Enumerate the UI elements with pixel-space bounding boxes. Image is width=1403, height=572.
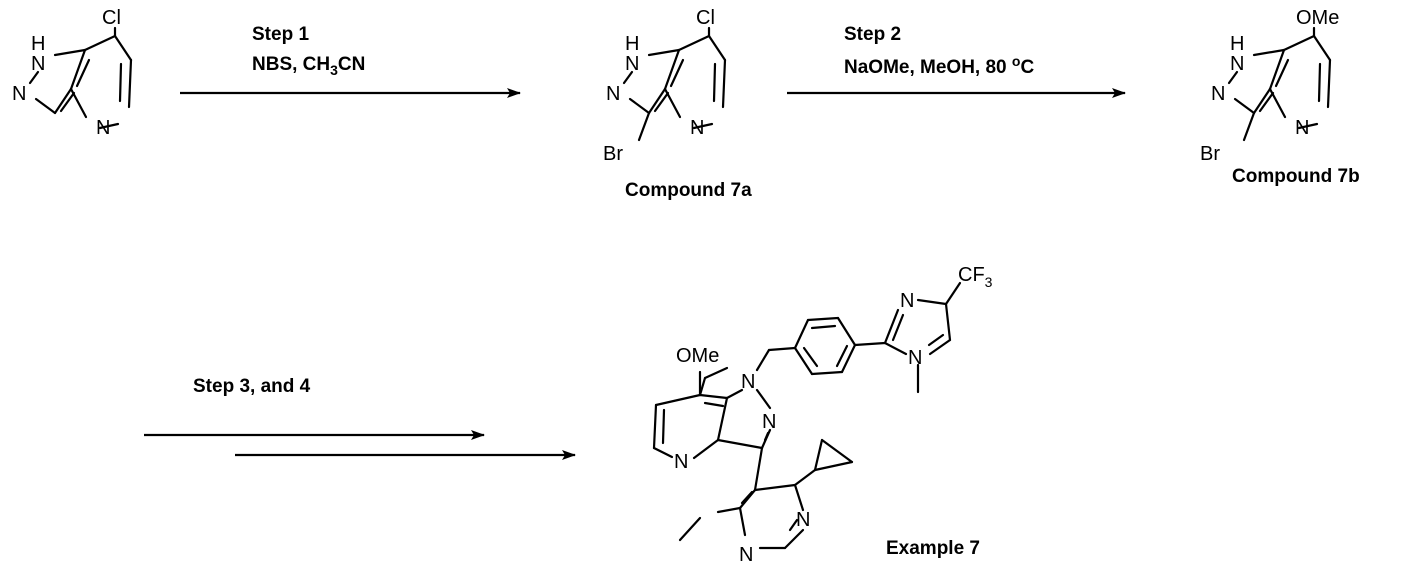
step2-label: Step 2	[844, 24, 901, 45]
atom-label-n: N	[96, 117, 110, 139]
atom-label-n: N	[900, 290, 914, 312]
starting-material-structure: Cl H N N N	[12, 7, 131, 139]
compound-7b-name: Compound 7b	[1232, 166, 1360, 187]
compound-7a-structure: Cl H N N N Br	[603, 7, 725, 165]
atom-label-cl: Cl	[102, 7, 121, 29]
atom-label-cl: Cl	[696, 7, 715, 29]
atom-label-br: Br	[603, 143, 623, 165]
compound-7b-structure: OMe H N N N Br	[1200, 7, 1339, 165]
atom-label-n: N	[1211, 83, 1225, 105]
atom-label-n: N	[796, 509, 810, 531]
atom-label-h: H	[31, 33, 45, 55]
atom-label-h: H	[1230, 33, 1244, 55]
atom-label-cf3: CF3	[958, 264, 993, 290]
step1-reagents: NBS, CH3CN	[252, 54, 365, 78]
example-7-name: Example 7	[886, 538, 980, 559]
compound-7a-name: Compound 7a	[625, 180, 752, 201]
atom-label-n: N	[1230, 53, 1244, 75]
atom-label-n: N	[625, 53, 639, 75]
atom-label-n: N	[31, 53, 45, 75]
atom-label-n: N	[739, 544, 753, 566]
example-7-structure: OMe N N N CF3 N N N N	[654, 264, 993, 566]
atom-label-n: N	[606, 83, 620, 105]
atom-label-h: H	[625, 33, 639, 55]
atom-label-ome: OMe	[1296, 7, 1339, 29]
atom-label-n: N	[741, 371, 755, 393]
atom-label-n: N	[1295, 117, 1309, 139]
atom-label-n: N	[762, 411, 776, 433]
step3-label: Step 3, and 4	[193, 376, 311, 397]
atom-label-n: N	[908, 347, 922, 369]
atom-label-ome: OMe	[676, 345, 719, 367]
atom-label-n: N	[12, 83, 26, 105]
step2-reagents: NaOMe, MeOH, 80 oC	[844, 53, 1034, 78]
atom-label-n: N	[690, 117, 704, 139]
atom-label-n: N	[674, 451, 688, 473]
step3-arrow	[144, 435, 575, 455]
atom-label-br: Br	[1200, 143, 1220, 165]
step1-label: Step 1	[252, 24, 309, 45]
